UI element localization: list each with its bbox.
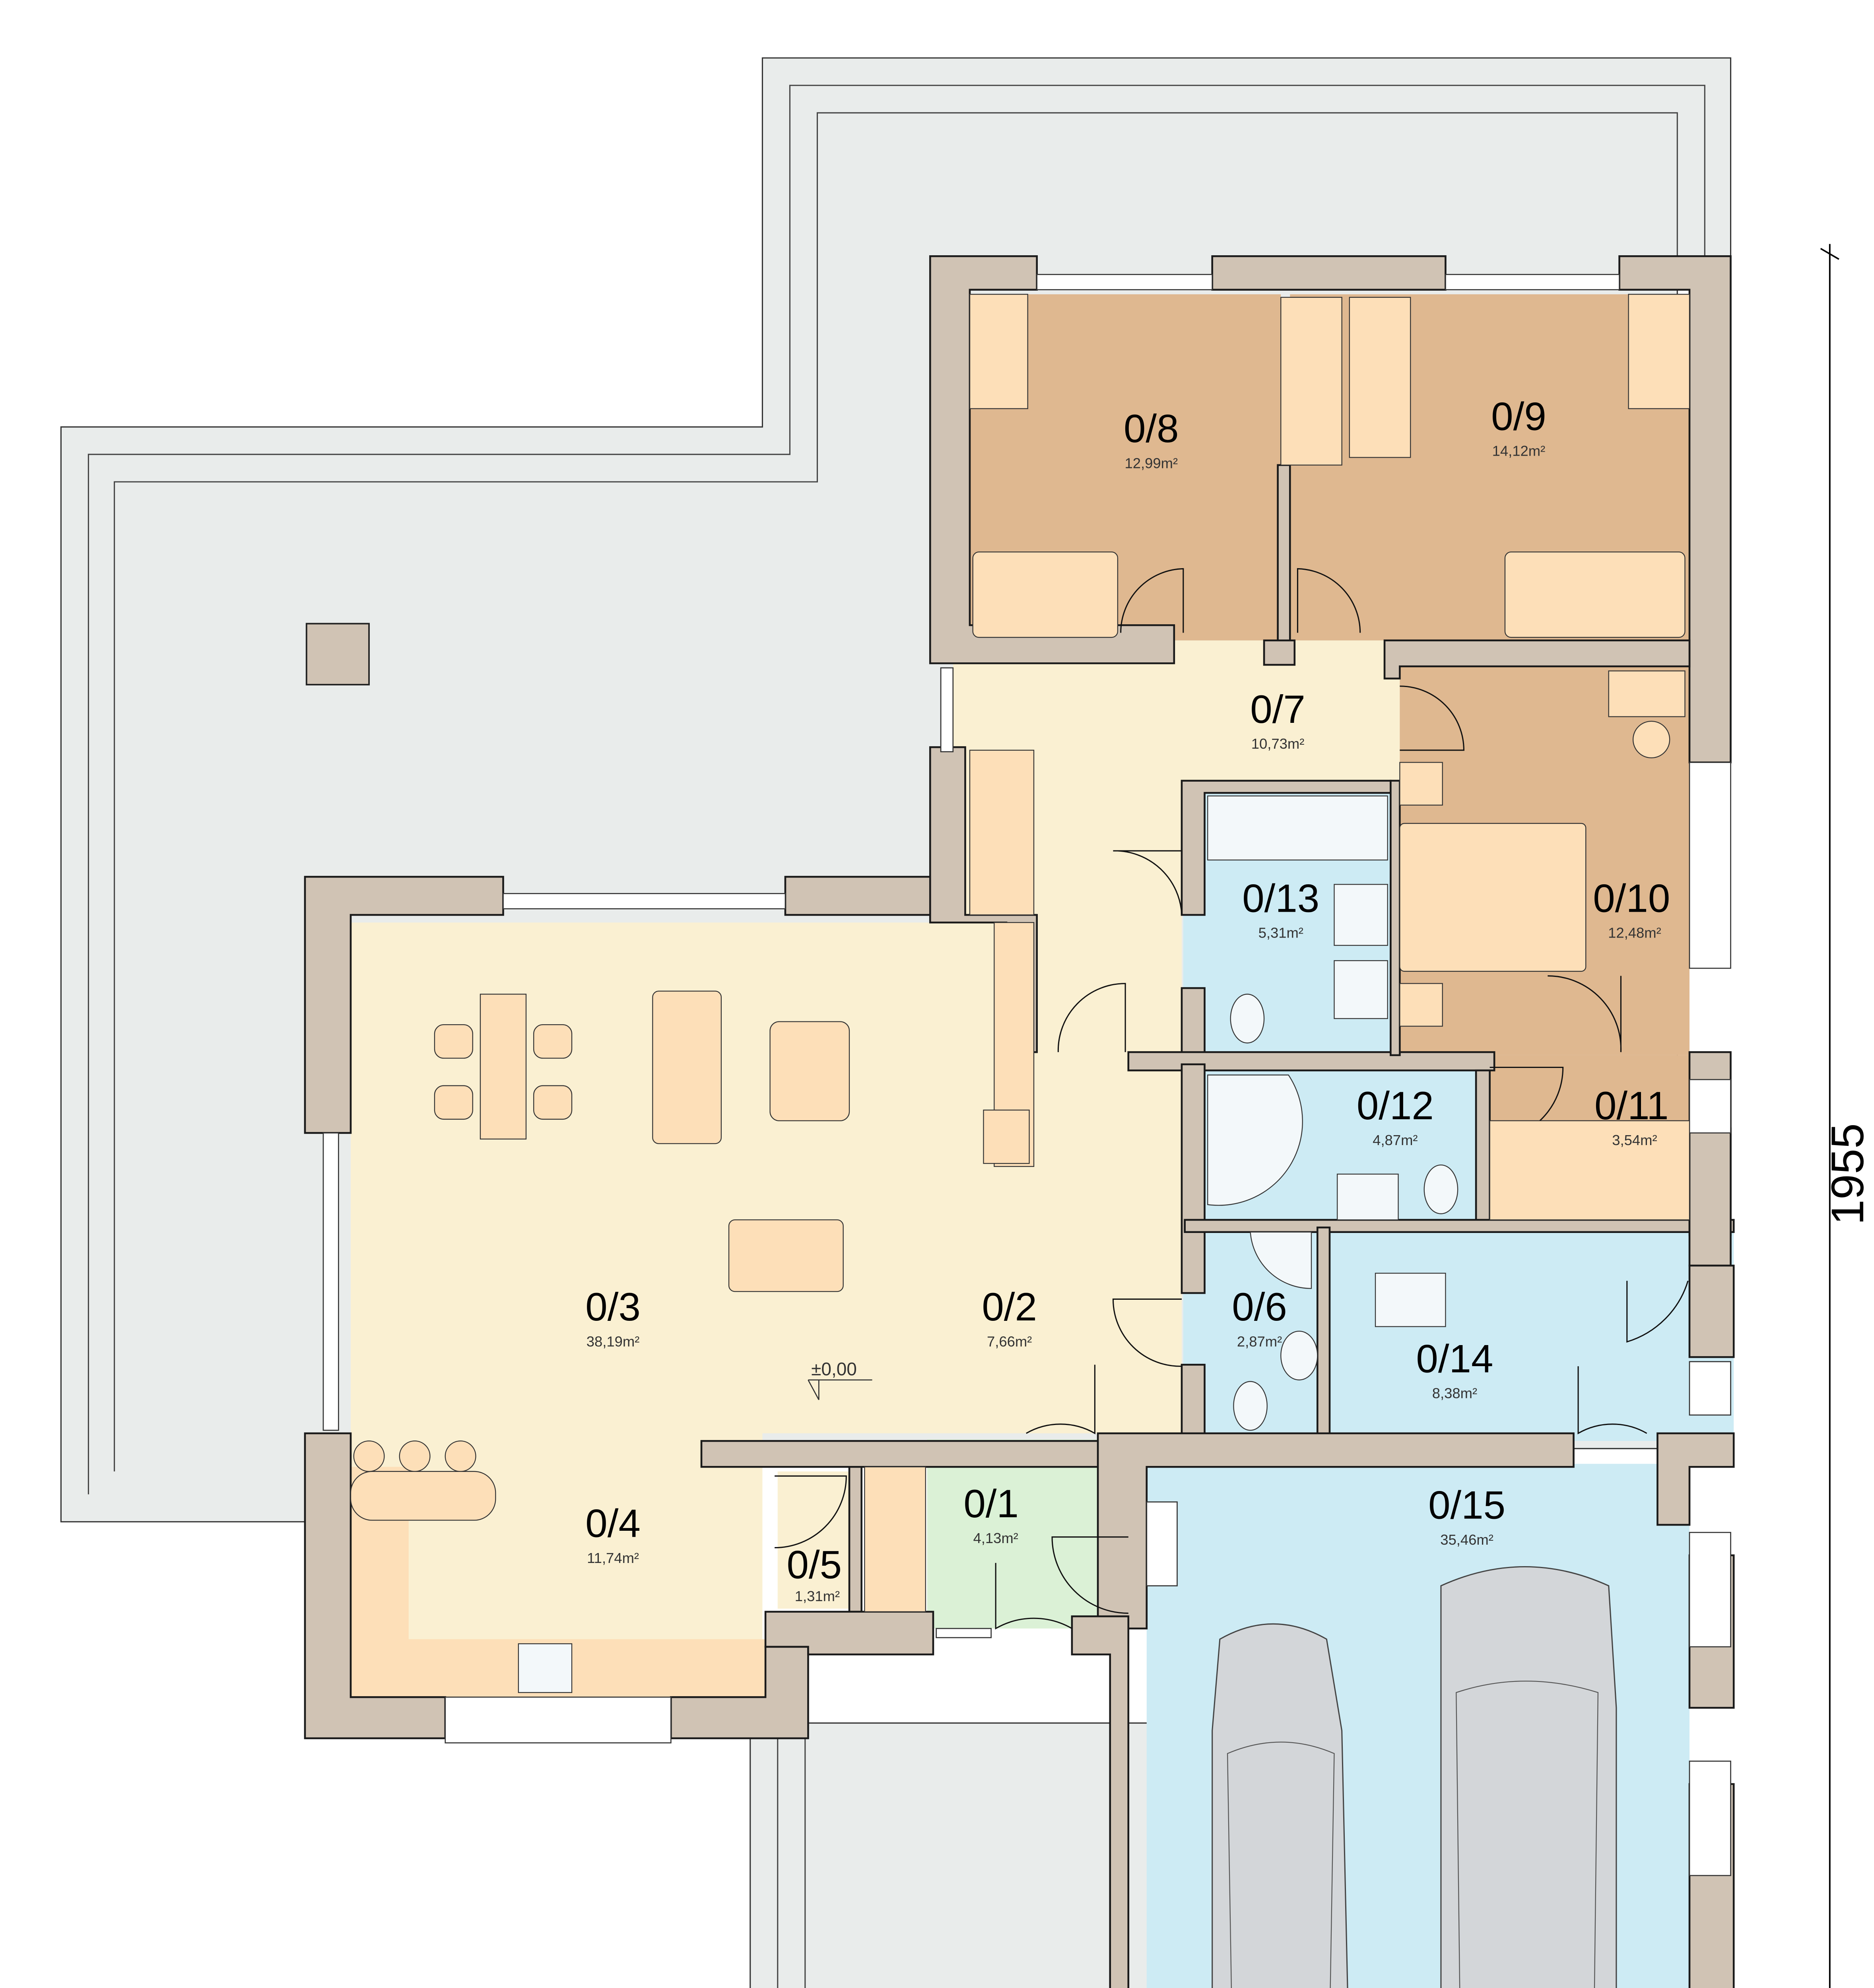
doors — [775, 568, 1689, 1630]
svg-text:1955: 1955 — [1822, 1123, 1873, 1225]
room-label-0-14: 0/14 8,38m² — [1416, 1337, 1493, 1402]
room-label-0-3: 0/3 38,19m² — [585, 1285, 641, 1349]
svg-text:0/4: 0/4 — [585, 1502, 641, 1546]
room-label-0-6: 0/6 2,87m² — [1232, 1285, 1287, 1349]
room-label-0-11: 0/11 3,54m² — [1594, 1084, 1669, 1148]
windows — [322, 274, 1731, 1876]
chimney — [305, 623, 370, 685]
svg-text:8,38m²: 8,38m² — [1432, 1385, 1477, 1402]
svg-text:5,31m²: 5,31m² — [1258, 925, 1303, 941]
svg-text:0/12: 0/12 — [1357, 1084, 1434, 1128]
room-label-0-5: 0/51,31m² — [787, 1543, 842, 1604]
svg-text:0/15: 0/15 — [1428, 1483, 1505, 1528]
svg-text:±0,00: ±0,00 — [811, 1359, 857, 1379]
dimension-height: 1955 — [1820, 244, 1873, 1988]
furniture — [350, 294, 1690, 1693]
svg-text:0/14: 0/14 — [1416, 1337, 1493, 1381]
room-label-0-10: 0/10 12,48m² — [1593, 876, 1670, 941]
svg-text:3,54m²: 3,54m² — [1612, 1132, 1657, 1148]
car-right — [1440, 1566, 1617, 1988]
svg-text:0/9: 0/9 — [1491, 394, 1546, 439]
svg-text:12,99m²: 12,99m² — [1124, 455, 1178, 471]
room-label-0-2: 0/2 7,66m² — [982, 1285, 1037, 1349]
room-label-0-13: 0/13 5,31m² — [1242, 876, 1319, 941]
car-left — [1212, 1623, 1348, 1988]
svg-text:0/5: 0/5 — [787, 1543, 842, 1587]
svg-text:10,73m²: 10,73m² — [1251, 736, 1305, 752]
room-label-0-4: 0/4 11,74m² — [585, 1502, 641, 1566]
svg-text:35,46m²: 35,46m² — [1440, 1532, 1493, 1548]
svg-text:7,66m²: 7,66m² — [987, 1333, 1032, 1349]
svg-text:2,87m²: 2,87m² — [1237, 1333, 1282, 1349]
svg-text:4,87m²: 4,87m² — [1373, 1132, 1418, 1148]
level-mark: ±0,00 — [808, 1359, 872, 1400]
svg-text:0/13: 0/13 — [1242, 876, 1319, 920]
room-label-0-8: 0/8 12,99m² — [1124, 407, 1179, 471]
svg-text:0/11: 0/11 — [1594, 1084, 1669, 1128]
room-label-0-12: 0/12 4,87m² — [1357, 1084, 1434, 1148]
fireplace — [983, 1109, 1030, 1164]
svg-text:0/3: 0/3 — [585, 1285, 641, 1329]
room-label-0-1: 0/1 4,13m² — [963, 1482, 1019, 1546]
room-label-0-9: 0/9 14,12m² — [1491, 394, 1546, 459]
room-label-0-15: 0/15 35,46m² — [1428, 1483, 1505, 1548]
svg-text:12,48m²: 12,48m² — [1608, 925, 1661, 941]
room-label-0-7: 0/7 10,73m² — [1250, 687, 1305, 752]
svg-text:0/1: 0/1 — [963, 1482, 1019, 1526]
svg-text:0/2: 0/2 — [982, 1285, 1037, 1329]
svg-text:11,74m²: 11,74m² — [587, 1550, 639, 1566]
svg-text:38,19m²: 38,19m² — [586, 1333, 640, 1349]
svg-text:0/10: 0/10 — [1593, 876, 1670, 920]
svg-text:0/6: 0/6 — [1232, 1285, 1287, 1329]
svg-text:1,31m²: 1,31m² — [795, 1588, 840, 1604]
svg-text:0/8: 0/8 — [1124, 407, 1179, 451]
svg-text:0/7: 0/7 — [1250, 687, 1305, 732]
svg-text:14,12m²: 14,12m² — [1492, 443, 1546, 459]
svg-text:4,13m²: 4,13m² — [973, 1530, 1018, 1546]
room-labels: 0/1 4,13m² 0/2 7,66m² 0/3 38,19m² 0/4 11,74m… — [585, 394, 1670, 1604]
